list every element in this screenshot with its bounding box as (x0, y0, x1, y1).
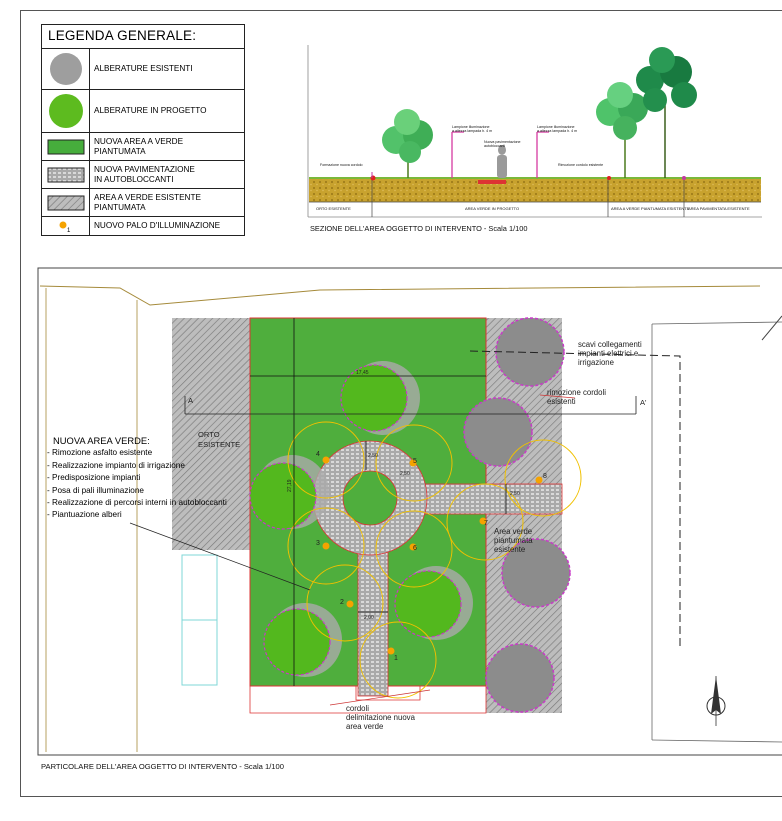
legend-label: ALBERATURE IN PROGETTO (94, 106, 207, 116)
legend-row-paving: NUOVA PAVIMENTAZIONE IN AUTOBLOCCANTI (42, 161, 244, 189)
section-paving (478, 180, 506, 184)
legend-row-hatched: AREA A VERDE ESISTENTE PIANTUMATA (42, 189, 244, 217)
pole-number: 8 (543, 473, 547, 480)
section-label: Formazione nuova cordolo (320, 163, 363, 167)
section-zone: AREA VERDE IN PROGETTO (465, 206, 520, 211)
nuova-area-verde-item: - Posa di pali illuminazione (47, 485, 144, 495)
section-line (184, 396, 637, 415)
nuova-area-verde-item: - Predisposizione impianti (47, 473, 141, 483)
nuova-area-verde-item: - Realizzazione di percorsi interni in a… (47, 498, 227, 508)
existing-tree-icon (49, 53, 82, 85)
pole-number: 6 (413, 545, 417, 552)
lighting-ranges (287, 421, 582, 699)
section-mark-a: A (188, 396, 194, 405)
dim-width: 17,45 (356, 370, 369, 376)
new-tree-icon (48, 94, 83, 128)
nuova-area-verde-notes: NUOVA AREA VERDE: - Rimozione asfalto es… (47, 435, 247, 522)
section-label: Rimozione cordolo esistente (558, 163, 604, 167)
nuova-area-verde-item: - Rimozione asfalto esistente (47, 448, 153, 458)
plan-frame (37, 267, 782, 756)
pole-number: 2 (340, 599, 344, 606)
section-lamp-left (451, 131, 464, 178)
dim-path: 2,50 (400, 471, 410, 477)
plan-existing-trees (463, 317, 571, 713)
hatched-area-swatch (47, 195, 84, 210)
note-area-verde-esistente: Area verde piantumata esistente (494, 527, 533, 555)
orto-label: ORTO ESISTENTE (198, 430, 241, 449)
dim-path: 2,50 (510, 491, 520, 497)
plan-new-trees (249, 361, 473, 677)
legend: LEGENDA GENERALE: ALBERATURE ESISTENTI A… (41, 24, 245, 236)
note-rimozione-cordoli: rimozione cordoli esistenti (547, 388, 606, 407)
plan-drawing (37, 267, 782, 756)
drawing-frame (20, 10, 782, 797)
light-pole-icon: 1 (59, 221, 71, 233)
plan-caption: PARTICOLARE DELL'AREA OGGETTO DI INTERVE… (41, 762, 284, 771)
legend-row-new-trees: ALBERATURE IN PROGETTO (42, 90, 244, 133)
section-zone: AREA A VERDE PIANTUMATA ESISTENTE (611, 206, 690, 211)
legend-row-light-pole: 1 NUOVO PALO D'ILLUMINAZIONE (42, 217, 244, 235)
dim-path: 2,50 (368, 453, 378, 459)
dim-path: 2,00 (364, 615, 374, 621)
dimension-lines (250, 318, 507, 686)
section-zone: ORTO ESISTENTE (316, 206, 351, 211)
paving-swatch (47, 167, 84, 182)
section-label: Lampione illuminazione a altezza lampada… (537, 125, 578, 134)
legend-label: NUOVA AREA A VERDE PIANTUMATA (94, 137, 184, 156)
legend-row-green-area: NUOVA AREA A VERDE PIANTUMATA (42, 133, 244, 161)
section-lamp-right (536, 131, 549, 178)
nuova-area-verde-item: - Piantuazione alberi (47, 510, 122, 520)
legend-label: AREA A VERDE ESISTENTE PIANTUMATA (94, 193, 201, 212)
pole-number: 3 (316, 540, 320, 547)
note-cordoli: cordoli delimitazione nuova area verde (346, 704, 415, 732)
section-tree-right (636, 47, 697, 178)
orto-esistente-area (172, 318, 250, 550)
legend-title: LEGENDA GENERALE: (42, 25, 244, 49)
legend-label: ALBERATURE ESISTENTI (94, 64, 193, 74)
legend-label: NUOVA PAVIMENTAZIONE IN AUTOBLOCCANTI (94, 165, 195, 184)
legend-row-existing-trees: ALBERATURE ESISTENTI (42, 49, 244, 90)
section-caption: SEZIONE DELL'AREA OGGETTO DI INTERVENTO … (310, 224, 528, 233)
light-pole-marker: 1 (67, 228, 71, 233)
section-label: Nuova pavimentazione autobloccanti (484, 140, 521, 149)
nuova-area-verde-title: NUOVA AREA VERDE: (53, 435, 150, 446)
section-mark-a-prime: A' (640, 398, 647, 407)
north-arrow-icon (706, 676, 726, 726)
section-tree-left (382, 109, 433, 178)
dim-height: 27,19 (287, 479, 293, 492)
section-person (497, 145, 507, 178)
green-area-swatch (47, 139, 84, 154)
pole-number: 4 (316, 451, 320, 458)
section-zone: AREA PAVIMENTATA ESISTENTE (688, 206, 750, 211)
section-label: Lampione illuminazione a altezza lampada… (452, 125, 493, 134)
nuova-area-verde-item: - Realizzazione impianto di irrigazione (47, 460, 185, 470)
legend-label: NUOVO PALO D'ILLUMINAZIONE (94, 221, 221, 231)
pole-number: 7 (484, 520, 488, 527)
section-soil-layer (309, 178, 761, 202)
light-poles (322, 456, 543, 655)
note-scavi: scavi collegamenti impianti elettrici e … (578, 340, 642, 368)
section-drawing (307, 45, 762, 218)
pole-number: 1 (394, 655, 398, 662)
section-tree-mid (596, 82, 648, 178)
pole-number: 5 (413, 458, 417, 465)
